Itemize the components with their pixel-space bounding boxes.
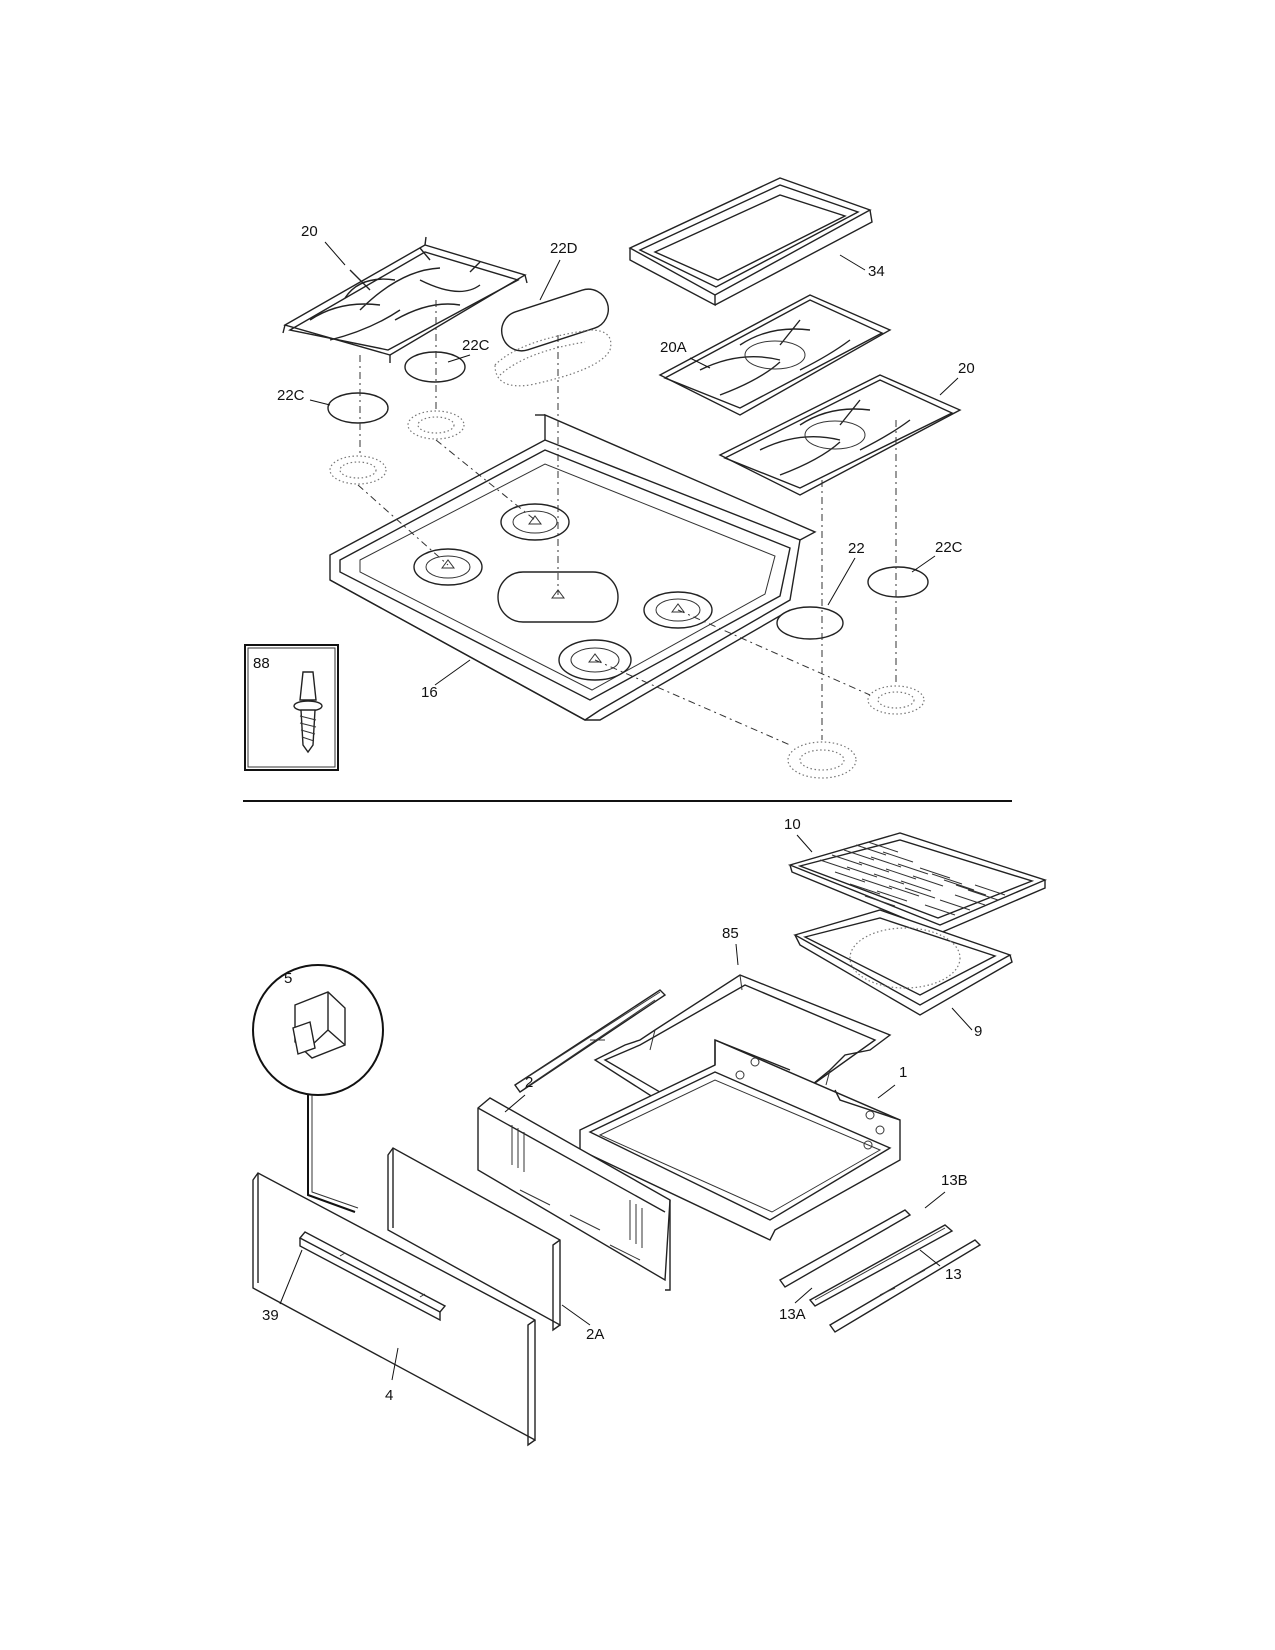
- callout-13: 13: [945, 1266, 962, 1283]
- callout-13b: 13B: [941, 1172, 968, 1189]
- callout-22c-left: 22C: [277, 387, 305, 404]
- callout-13a: 13A: [779, 1306, 806, 1323]
- callout-22d: 22D: [550, 240, 578, 257]
- callout-39: 39: [262, 1307, 279, 1324]
- callout-5: 5: [284, 970, 292, 987]
- lower-callouts: 10 85 5 9 2 1 13B 13 13A 39 2A 4: [262, 816, 982, 1404]
- cooktop-main-top: [329, 413, 817, 721]
- drawer-door: [252, 1172, 536, 1447]
- burner-cap-right: [776, 566, 929, 779]
- drawer-slide-upper: [514, 989, 667, 1093]
- drawer-front-panel: [387, 1147, 561, 1332]
- callout-20-right: 20: [958, 360, 975, 377]
- callout-4: 4: [385, 1387, 393, 1404]
- upper-callouts: 20 22D 34 22C 22C 20A 20 22 22C 88 16: [253, 223, 975, 701]
- callout-34: 34: [868, 263, 885, 280]
- callout-20a: 20A: [660, 339, 687, 356]
- callout-16: 16: [421, 684, 438, 701]
- drawer-slides-side: [778, 1209, 982, 1333]
- grate-left: [282, 236, 528, 363]
- drawer-inner-panel: [477, 1097, 671, 1291]
- grate-right: [718, 374, 962, 496]
- callout-2a: 2A: [586, 1326, 604, 1343]
- callout-2: 2: [525, 1074, 533, 1091]
- callout-20-left: 20: [301, 223, 318, 240]
- callout-10: 10: [784, 816, 801, 833]
- callout-1: 1: [899, 1064, 907, 1081]
- drawer-body: [579, 1038, 901, 1241]
- inset-box-88: [244, 644, 339, 771]
- alignment-lines-upper: [357, 300, 897, 746]
- inset-circle-5: [252, 964, 384, 1213]
- callout-9: 9: [974, 1023, 982, 1040]
- burner-cap-left: [327, 351, 466, 485]
- callout-85: 85: [722, 925, 739, 942]
- griddle: [628, 177, 873, 307]
- callout-22c-mid: 22C: [462, 337, 490, 354]
- center-burner-cap-22d: [494, 288, 612, 387]
- callout-22: 22: [848, 540, 865, 557]
- callout-88: 88: [253, 655, 270, 672]
- callout-22c-right: 22C: [935, 539, 963, 556]
- grate-center-20a: [658, 294, 892, 416]
- broiler-grid: [787, 832, 1047, 934]
- broiler-pan: [793, 909, 1013, 1016]
